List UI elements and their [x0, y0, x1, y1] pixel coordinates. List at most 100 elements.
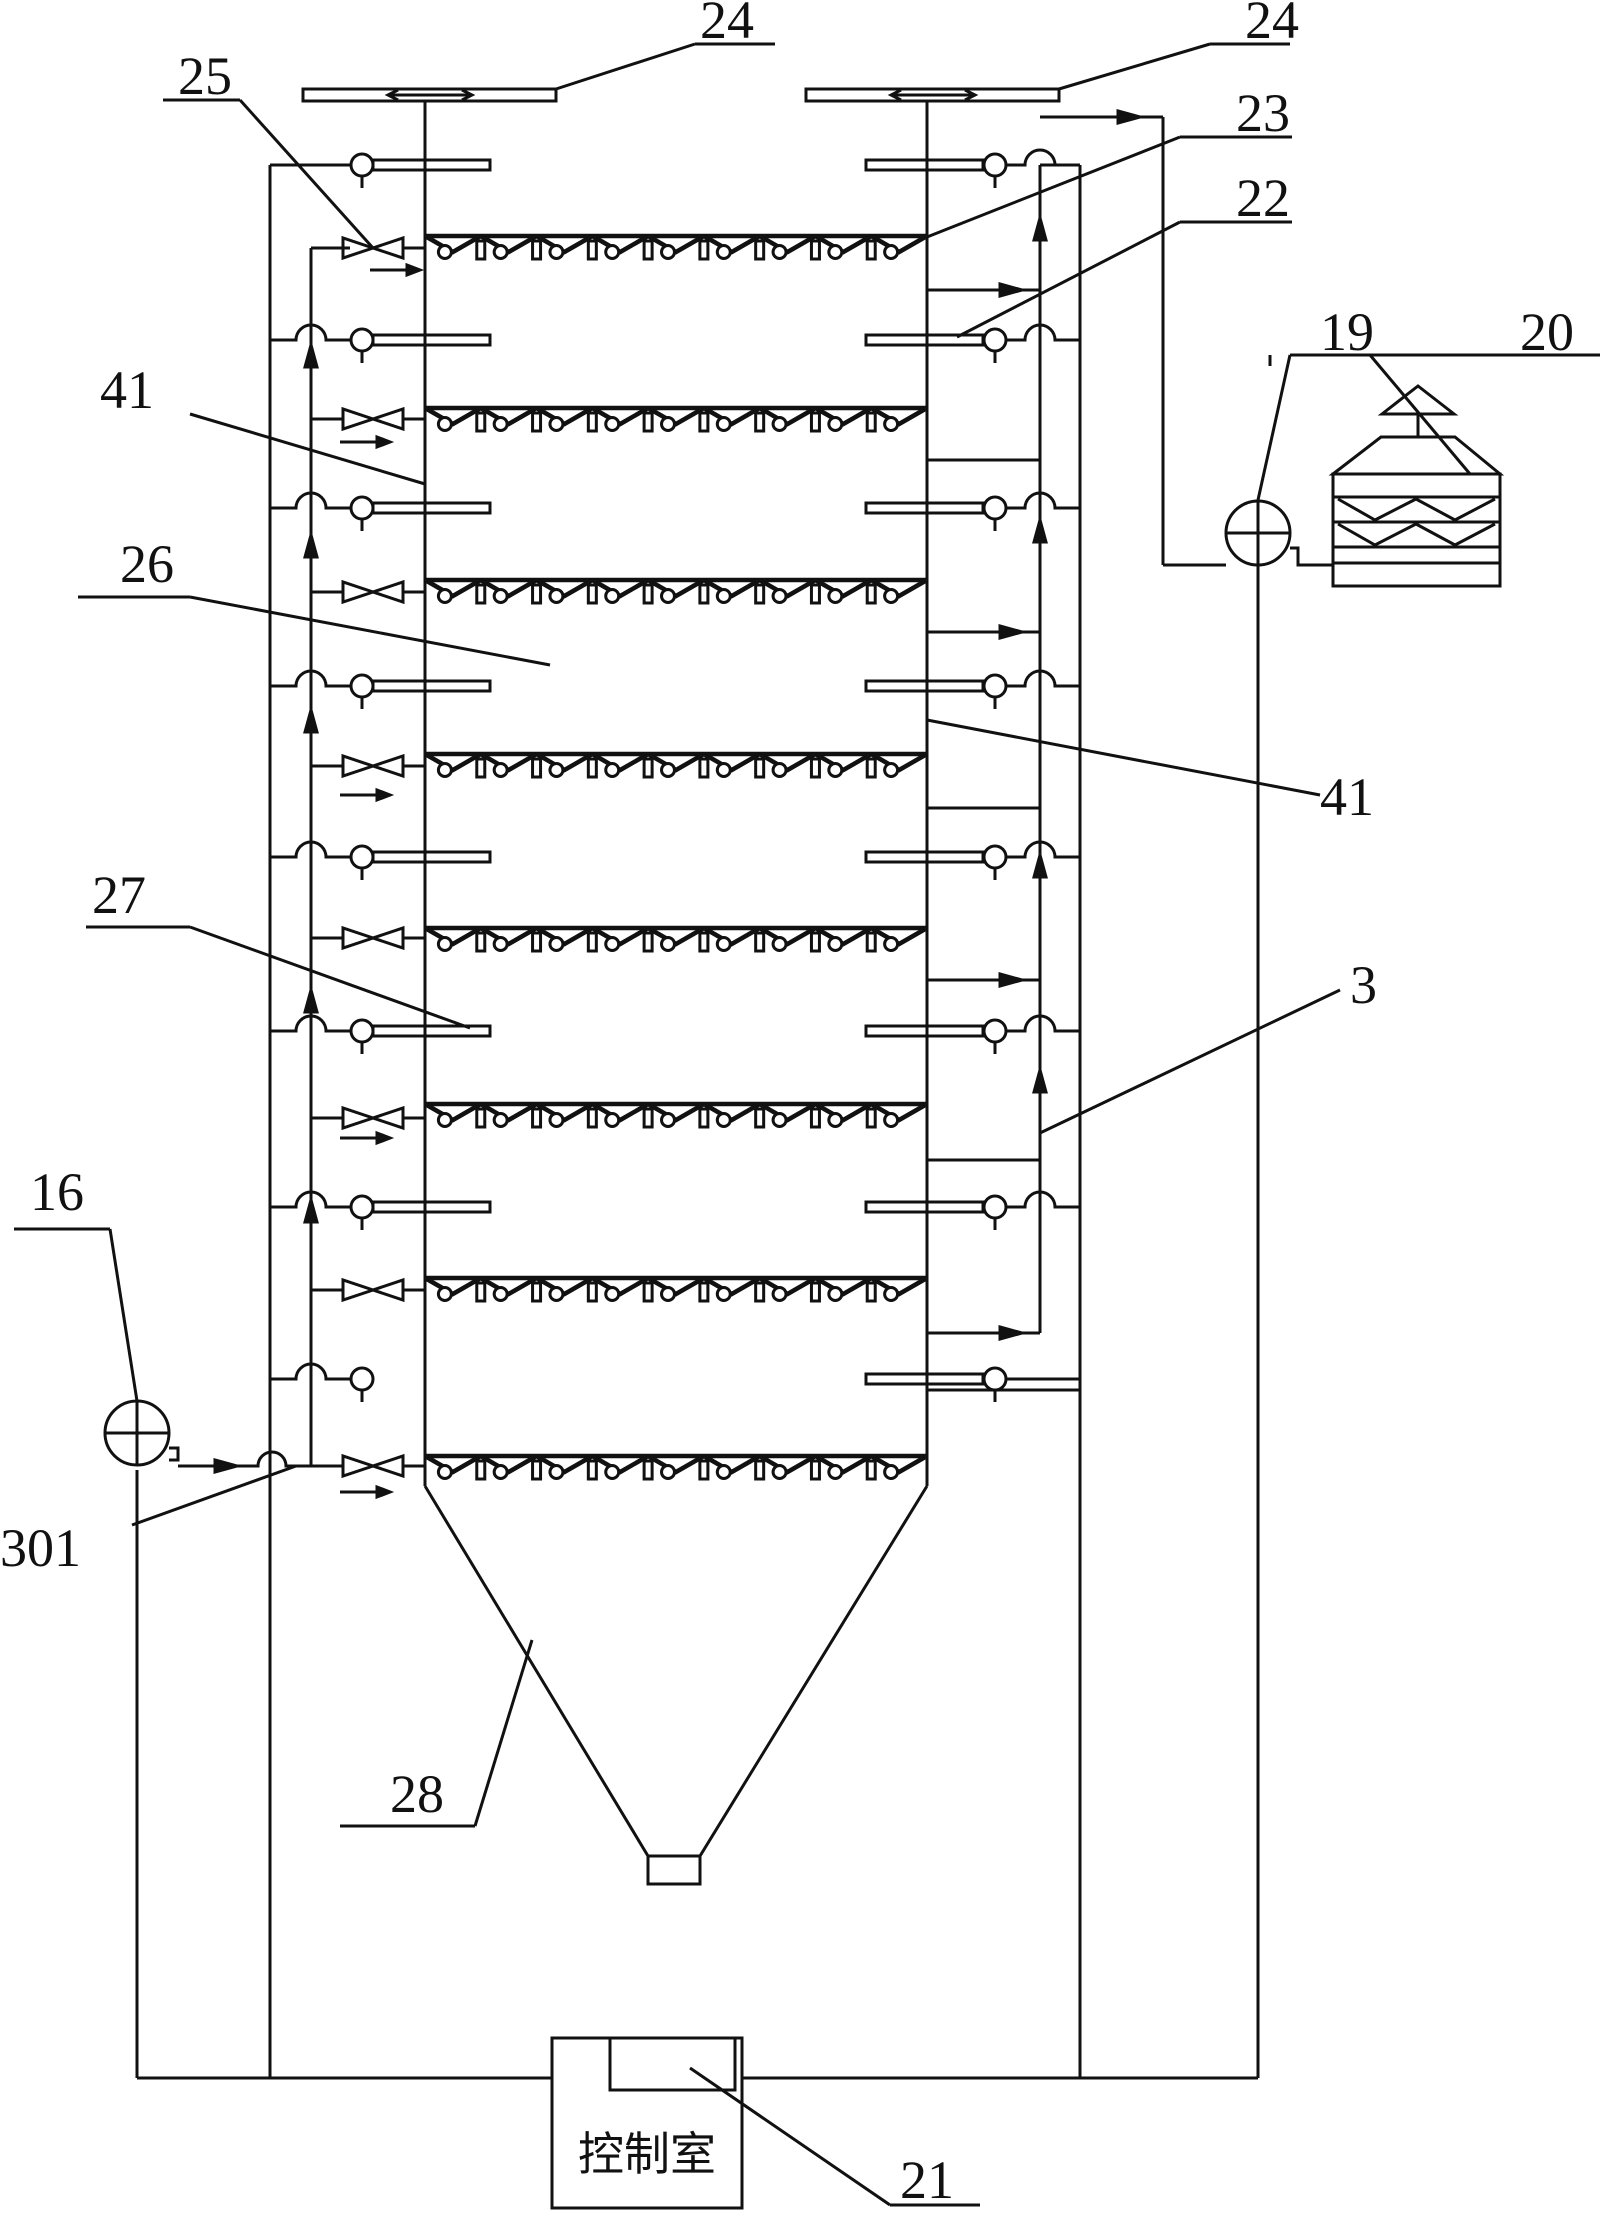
tray-row	[423, 1275, 929, 1303]
cap-icon	[809, 1107, 821, 1129]
nozzle-icon	[827, 588, 844, 604]
cap-icon	[865, 757, 877, 779]
tray-row	[423, 925, 929, 953]
cap-icon	[475, 411, 487, 433]
gauge-icon	[982, 1194, 1008, 1220]
nozzle-icon	[436, 244, 453, 260]
nozzle-icon	[604, 1112, 621, 1128]
nozzle-icon	[548, 1464, 565, 1480]
cap-icon	[586, 411, 598, 433]
nozzle-icon	[771, 1112, 788, 1128]
gauge-icon	[982, 673, 1008, 699]
nozzle-icon	[771, 588, 788, 604]
nozzle-icon	[715, 416, 732, 432]
gauge-icon	[349, 673, 375, 699]
tray-row	[423, 751, 929, 779]
nozzle-icon	[548, 936, 565, 952]
nozzle-icon	[436, 762, 453, 778]
right-header-pipe	[927, 165, 1048, 1341]
cap-icon	[865, 1459, 877, 1481]
hopper	[423, 1485, 929, 1858]
nozzle-icon	[883, 1286, 900, 1302]
nozzle-icon	[660, 416, 676, 432]
nozzle-icon	[436, 1112, 453, 1128]
nozzle-icon	[492, 936, 509, 952]
nozzle-icon	[771, 244, 788, 260]
cap-icon	[642, 1459, 654, 1481]
label-27: 27	[92, 865, 146, 925]
nozzle-icon	[436, 1464, 453, 1480]
label-26: 26	[120, 534, 174, 594]
cap-icon	[531, 931, 543, 953]
nozzle-icon	[883, 762, 900, 778]
cap-icon	[586, 757, 598, 779]
label-23: 23	[1236, 83, 1290, 143]
cap-icon	[475, 757, 487, 779]
label-28: 28	[390, 1764, 444, 1824]
cap-icon	[754, 1459, 766, 1481]
cap-icon	[642, 1281, 654, 1303]
nozzle-icon	[715, 244, 732, 260]
cap-icon	[475, 583, 487, 605]
label-24-left: 24	[700, 0, 754, 50]
nozzle-icon	[883, 1112, 900, 1128]
cap-icon	[809, 583, 821, 605]
fan-16	[103, 1399, 311, 1474]
cap-icon	[642, 757, 654, 779]
nozzle-icon	[436, 936, 453, 952]
cap-icon	[698, 1459, 710, 1481]
nozzle-icon	[436, 416, 453, 432]
nozzle-icon	[604, 588, 621, 604]
label-25: 25	[178, 46, 232, 106]
nozzle-icon	[660, 936, 676, 952]
tray-row	[423, 1101, 929, 1129]
gauge-icon	[982, 844, 1008, 870]
cap-icon	[586, 239, 598, 261]
treatment-unit-20	[1328, 384, 1505, 588]
tray-row	[423, 1453, 929, 1481]
nozzle-icon	[827, 1286, 844, 1302]
cap-icon	[698, 1107, 710, 1129]
nozzle-icon	[771, 416, 788, 432]
label-24-right: 24	[1245, 0, 1299, 50]
frame-pipes	[135, 163, 1260, 2080]
nozzle-icon	[492, 588, 509, 604]
tray-row	[423, 405, 929, 433]
nozzle-icon	[604, 416, 621, 432]
nozzle-icon	[660, 762, 676, 778]
label-41-right: 41	[1320, 767, 1374, 827]
label-301: 301	[0, 1518, 81, 1578]
nozzle-icon	[548, 416, 565, 432]
gauge-icon	[982, 1018, 1008, 1044]
cap-icon	[475, 239, 487, 261]
cap-icon	[586, 583, 598, 605]
nozzle-icon	[548, 1286, 565, 1302]
top-plate-left	[301, 87, 558, 103]
nozzle-icon	[660, 1112, 676, 1128]
nozzle-icon	[548, 1112, 565, 1128]
cap-icon	[475, 1107, 487, 1129]
nozzle-icon	[827, 244, 844, 260]
cap-icon	[754, 583, 766, 605]
cap-icon	[531, 1459, 543, 1481]
cap-icon	[865, 583, 877, 605]
cap-icon	[698, 583, 710, 605]
nozzle-icon	[604, 1286, 621, 1302]
gauge-icon	[982, 1366, 1008, 1392]
left-valves	[311, 235, 425, 1500]
cap-icon	[865, 239, 877, 261]
nozzle-icon	[715, 588, 732, 604]
nozzle-icon	[660, 588, 676, 604]
nozzle-icon	[492, 1464, 509, 1480]
nozzle-icon	[715, 1464, 732, 1480]
cap-icon	[475, 931, 487, 953]
nozzle-icon	[827, 762, 844, 778]
cap-icon	[698, 931, 710, 953]
nozzle-icon	[771, 1464, 788, 1480]
nozzle-icon	[715, 1112, 732, 1128]
cap-icon	[809, 931, 821, 953]
cap-icon	[531, 1107, 543, 1129]
nozzle-icon	[883, 1464, 900, 1480]
cap-icon	[698, 411, 710, 433]
